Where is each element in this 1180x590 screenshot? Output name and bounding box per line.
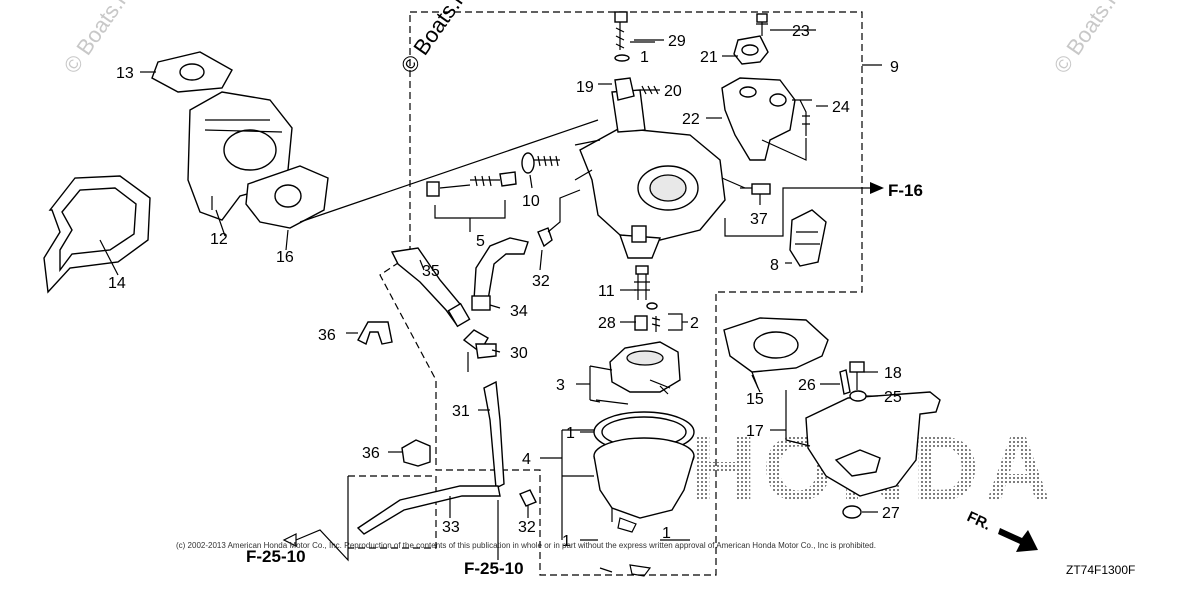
callout-37: 37 xyxy=(750,211,768,228)
callout-1d: 1 xyxy=(662,525,671,542)
callout-23: 23 xyxy=(792,23,810,40)
callout-17: 17 xyxy=(746,423,764,440)
callout-8: 8 xyxy=(770,257,779,274)
part-29-screw xyxy=(614,11,655,62)
reference-lines xyxy=(282,476,499,562)
part-10-screw xyxy=(521,152,560,174)
callout-16: 16 xyxy=(276,249,294,266)
ref-f2510-bottom: F-25-10 xyxy=(464,559,524,578)
leader-lines xyxy=(99,29,882,541)
callout-22: 22 xyxy=(682,111,700,128)
callout-19: 19 xyxy=(576,79,594,96)
callout-28: 28 xyxy=(598,315,616,332)
callout-2: 2 xyxy=(690,315,699,332)
part-32-clip-lower xyxy=(519,489,537,507)
part-28-2-jets xyxy=(634,313,683,332)
copyright-notice: (c) 2002-2013 American Honda Motor Co., … xyxy=(176,541,876,550)
callout-13: 13 xyxy=(116,65,134,82)
float-bowl xyxy=(561,411,695,577)
callout-20: 20 xyxy=(664,83,682,100)
callout-18: 18 xyxy=(884,365,902,382)
callout-25: 25 xyxy=(884,389,902,406)
callout-26: 26 xyxy=(798,377,816,394)
diagram-code: ZT74F1300F xyxy=(1066,563,1135,577)
part-14-gasket xyxy=(43,175,151,294)
part-15-gasket xyxy=(723,317,829,389)
fr-arrow xyxy=(998,528,1038,552)
callout-3: 3 xyxy=(556,377,565,394)
callout-27: 27 xyxy=(882,505,900,522)
callout-31: 31 xyxy=(452,403,470,420)
part-18-27-fasteners xyxy=(839,361,867,519)
callout-36b: 36 xyxy=(362,445,380,462)
callout-12: 12 xyxy=(210,231,228,248)
part-21-24-choke xyxy=(721,13,812,161)
part-30-valve xyxy=(462,329,497,372)
part-3-float xyxy=(589,341,681,405)
part-8-clip xyxy=(789,209,827,267)
part-35-tube xyxy=(390,247,471,328)
part-5-pilot-screw xyxy=(426,171,517,232)
part-13-gasket xyxy=(151,51,233,93)
callout-30: 30 xyxy=(510,345,528,362)
ref-f16: F-16 xyxy=(888,181,923,200)
callouts: 13 12 14 16 29 1 19 20 23 21 9 22 24 10 … xyxy=(108,23,902,550)
part-37-drain-screw xyxy=(724,182,884,237)
part-16-gasket xyxy=(245,119,599,229)
part-36-clips xyxy=(357,321,431,467)
part-31-tube xyxy=(483,380,505,490)
callout-4: 4 xyxy=(522,451,531,468)
callout-14: 14 xyxy=(108,275,126,292)
callout-24: 24 xyxy=(832,99,850,116)
callout-1c: 1 xyxy=(562,533,571,550)
part-32-clip-upper xyxy=(537,189,581,248)
callout-5: 5 xyxy=(476,233,485,250)
callout-10: 10 xyxy=(522,193,540,210)
carburetor-body xyxy=(574,89,746,259)
callout-15: 15 xyxy=(746,391,764,408)
callout-33: 33 xyxy=(442,519,460,536)
part-19-20 xyxy=(614,77,660,101)
watermark-corner-right: © Boats.net xyxy=(1049,0,1136,78)
callout-11: 11 xyxy=(598,283,615,300)
callout-34: 34 xyxy=(510,303,528,320)
lower-boundary xyxy=(348,475,437,549)
callout-32a: 32 xyxy=(532,273,550,290)
callout-32b: 32 xyxy=(518,519,536,536)
callout-21: 21 xyxy=(700,49,718,66)
part-11-main-jet xyxy=(634,265,658,310)
part-34-elbow xyxy=(471,237,529,311)
part-33-tube xyxy=(356,485,501,535)
callout-9: 9 xyxy=(890,59,899,76)
callout-35: 35 xyxy=(422,263,440,280)
callout-1b: 1 xyxy=(566,425,575,442)
callout-36a: 36 xyxy=(318,327,336,344)
assembly-boundary xyxy=(379,11,863,576)
ref-f2510-left: F-25-10 xyxy=(246,547,306,566)
callout-29: 29 xyxy=(668,33,686,50)
part-17-bracket xyxy=(785,390,941,497)
callout-1a: 1 xyxy=(640,49,649,66)
